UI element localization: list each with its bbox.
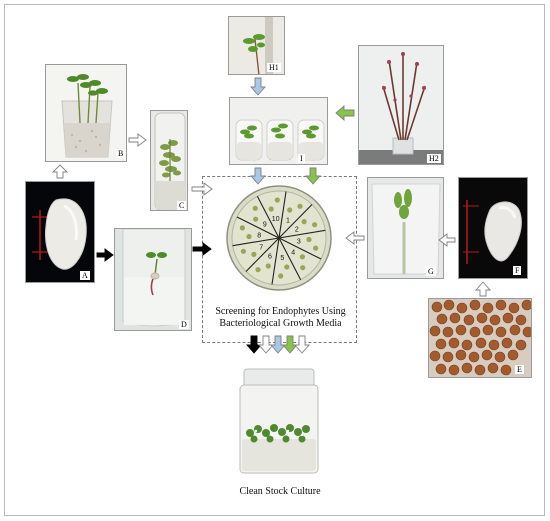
panel-e: E [428,298,532,378]
dish-colony [246,233,252,240]
panel-f: F [458,177,528,279]
stems-in-vase-photo [359,46,443,164]
dish-sector-number: 1 [286,218,290,225]
screening-caption-line2: Bacteriological Growth Media [219,318,342,329]
germination-tube-photo [115,229,191,330]
dish-colony [306,236,312,243]
label-i: I [298,154,305,163]
shoot-tube-photo [154,112,186,210]
dish-sector-number: 7 [259,245,263,252]
dish-colony [253,216,259,222]
label-a: A [80,271,90,280]
dish-sector-line [278,191,287,239]
dish-colony [240,248,246,254]
dish-colony [299,254,305,260]
dish-colony [252,205,258,211]
dish-sector-number: 8 [257,233,261,240]
dish-sector-line [278,237,322,260]
dish-colony [268,206,274,212]
shoot-sample-photo [229,17,284,74]
clean-stock-culture-photo [232,365,326,477]
dish-colony [297,203,303,209]
seed-closeup-photo [463,200,522,264]
dish-colony [300,265,306,271]
dish-sector-line [256,196,280,239]
label-h2: H2 [427,154,441,163]
dish-colony [274,197,280,203]
label-h1: H1 [267,63,281,72]
dish-colony [255,267,261,273]
label-f: F [513,266,522,275]
label-b: B [116,149,126,158]
dish-colony [313,245,319,251]
dish-sector-line [245,237,280,272]
dish-sector-line [278,229,326,239]
dish-sector-number: 3 [297,239,301,246]
panel-b: B [45,64,127,162]
seed-pile-photo [429,299,531,377]
dish-sector-line [232,237,280,247]
panel-d: D [114,228,192,331]
dish-colony [287,207,293,213]
dish-sector-line [236,216,280,239]
dish-colony [265,263,271,269]
dish-sector-line [278,204,313,239]
dish-sector-number: 4 [291,250,295,257]
shoot-bag-photo [368,178,443,278]
dish-sector-line [271,237,280,285]
label-g: G [426,267,436,276]
seed-photo [32,198,87,270]
label-e: E [515,365,524,374]
dish-colony [312,222,318,228]
culture-vessels-photo [230,98,327,164]
panel-h2: H2 [358,45,444,165]
label-d: D [179,320,189,329]
label-c: C [177,201,187,210]
dish-colony [251,251,257,257]
dish-sector-number: 9 [263,222,267,229]
panel-c: C [150,110,188,211]
seedlings-cup-photo [46,65,126,161]
dish-colony [278,273,284,279]
dish-sector-number: 6 [268,253,272,260]
clean-stock-caption: Clean Stock Culture [239,486,321,497]
dish-sector-line [278,237,302,280]
dish-sector-number: 10 [272,216,280,223]
dish-colony [239,225,245,231]
dish-colony [284,264,290,270]
dish-colony [301,219,307,225]
panel-i: I [229,97,328,165]
panel-g: G [367,177,444,279]
culture-jar-photo [239,368,319,474]
dish-sector-number: 5 [280,255,284,262]
panel-h1: H1 [228,16,285,75]
screening-caption-line1: Screening for Endophytes Using [215,306,346,317]
dish-sector-number: 2 [295,226,299,233]
panel-a: A [25,181,95,283]
petri-dish: 12 345 67 89 10 [226,185,332,291]
figure-border [4,4,545,516]
